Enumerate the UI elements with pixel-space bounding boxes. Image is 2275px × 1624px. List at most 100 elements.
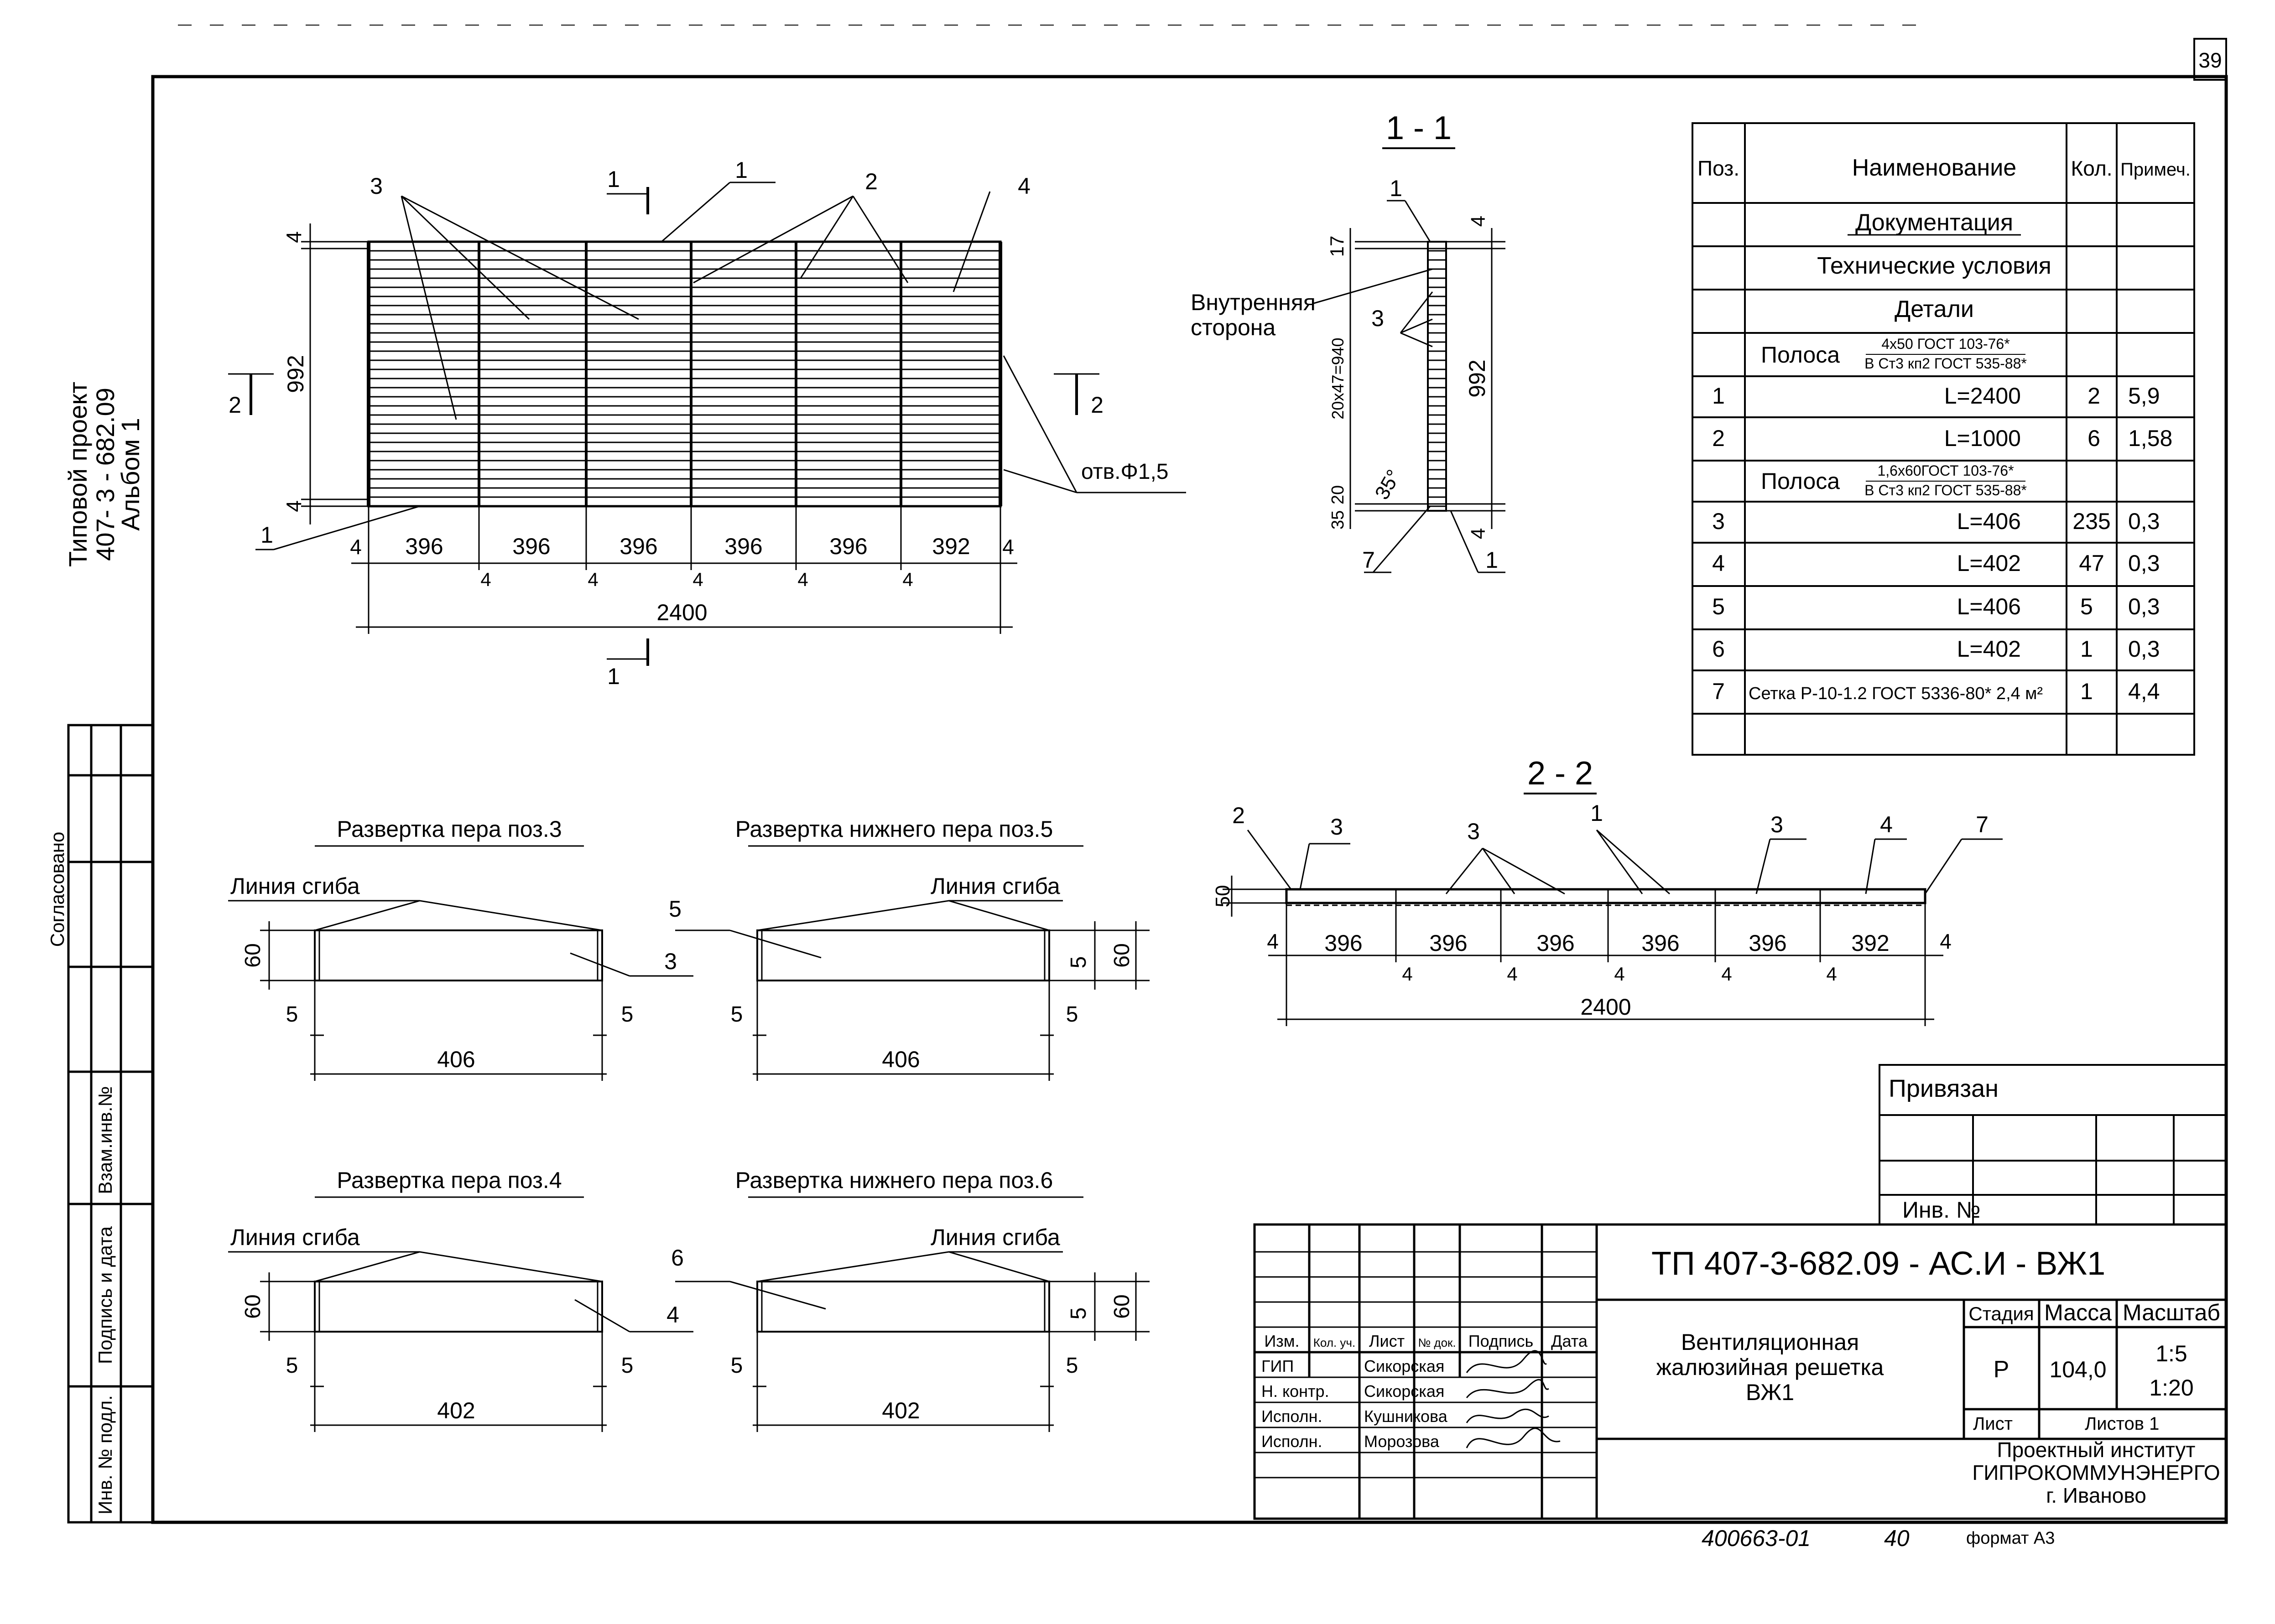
svg-text:235: 235 (2072, 508, 2110, 534)
page-number: 39 (2198, 48, 2222, 72)
svg-text:Альбом 1: Альбом 1 (116, 418, 145, 531)
svg-text:L=402: L=402 (1957, 550, 2021, 576)
svg-text:4: 4 (1267, 929, 1279, 953)
svg-text:2: 2 (1712, 425, 1725, 451)
svg-text:Документация: Документация (1855, 209, 2013, 236)
svg-text:1: 1 (1390, 176, 1402, 201)
development-pos5: Развертка нижнего пера поз.5 Линия сгиба… (669, 816, 1150, 1081)
svg-text:4: 4 (1614, 963, 1624, 985)
svg-text:60: 60 (241, 943, 265, 967)
section-1-mark-bottom: 1 (607, 664, 620, 689)
svg-text:7: 7 (1976, 812, 1989, 837)
svg-text:4: 4 (1712, 550, 1725, 576)
svg-text:L=402: L=402 (1957, 636, 2021, 662)
svg-text:50: 50 (1212, 885, 1234, 908)
stamp-exchange-inv: Взам.инв.№ (94, 1086, 116, 1194)
svg-text:Линия сгиба: Линия сгиба (230, 873, 360, 899)
svg-text:5,9: 5,9 (2128, 383, 2160, 409)
svg-text:396: 396 (724, 534, 762, 559)
section-1-1-title: 1 - 1 (1386, 110, 1452, 146)
main-view: 3 1 2 4 1 отв.Φ1,5 1 1 2 2 4 992 (228, 157, 1186, 689)
svg-text:1,58: 1,58 (2128, 425, 2172, 451)
svg-text:3: 3 (1770, 812, 1783, 837)
format-label: формат А3 (1966, 1529, 2055, 1548)
callout-3: 3 (370, 173, 383, 199)
svg-text:3: 3 (1712, 508, 1725, 534)
svg-text:5: 5 (1066, 1002, 1078, 1027)
callout-1-bottom: 1 (260, 522, 273, 548)
svg-text:№ док.: № док. (1418, 1336, 1456, 1349)
hole-label: отв.Φ1,5 (1081, 460, 1168, 484)
stamp-sign-date: Подпись и дата (94, 1226, 116, 1364)
svg-text:396: 396 (1641, 930, 1679, 956)
dim-992: 992 (283, 355, 308, 393)
svg-text:Полоса: Полоса (1761, 468, 1840, 494)
svg-text:1:20: 1:20 (2149, 1375, 2193, 1401)
svg-text:6: 6 (671, 1245, 684, 1271)
svg-text:5: 5 (731, 1354, 743, 1378)
svg-text:0,3: 0,3 (2128, 594, 2160, 619)
callout-1-top: 1 (735, 157, 748, 183)
svg-text:1: 1 (1485, 547, 1498, 573)
svg-text:4: 4 (692, 569, 703, 590)
svg-text:ВЖ1: ВЖ1 (1746, 1380, 1794, 1405)
svg-text:0,3: 0,3 (2128, 636, 2160, 662)
svg-text:Изм.: Изм. (1264, 1332, 1299, 1350)
svg-text:20x47=940: 20x47=940 (1328, 337, 1347, 419)
svg-text:392: 392 (1851, 930, 1889, 956)
svg-text:5: 5 (1712, 594, 1725, 619)
svg-text:5: 5 (286, 1354, 298, 1378)
section-1-1: 1 - 1 1 Внутренняя сторона 3 17 20x47=94… (1191, 110, 1505, 573)
svg-text:Полоса: Полоса (1761, 342, 1840, 368)
svg-text:5: 5 (1066, 1354, 1078, 1378)
stamp-agreed: Согласовано (47, 832, 68, 947)
callout-4: 4 (1018, 173, 1031, 199)
svg-text:4: 4 (350, 535, 362, 559)
section-2-2-title: 2 - 2 (1527, 755, 1593, 792)
callout-2: 2 (865, 169, 878, 194)
section-2-2: 2 - 2 (1212, 755, 2003, 1026)
svg-text:Кол. уч.: Кол. уч. (1313, 1336, 1355, 1349)
svg-text:Сикорская: Сикорская (1364, 1357, 1444, 1375)
svg-text:Лист: Лист (1973, 1414, 2013, 1434)
svg-text:г. Иваново: г. Иваново (2046, 1484, 2146, 1507)
svg-text:L=406: L=406 (1957, 508, 2021, 534)
doc-code: ТП 407-3-682.09 - АС.И - ВЖ1 (1651, 1245, 2105, 1282)
svg-text:5: 5 (731, 1002, 743, 1027)
svg-text:4: 4 (797, 569, 808, 590)
svg-text:L=2400: L=2400 (1944, 383, 2021, 409)
svg-text:4x50 ГОСТ 103-76*: 4x50 ГОСТ 103-76* (1881, 336, 2009, 352)
svg-text:Технические условия: Технические условия (1817, 253, 2051, 279)
section-2-mark-right: 2 (1091, 392, 1104, 418)
svg-text:3: 3 (1330, 814, 1343, 840)
svg-text:4: 4 (480, 569, 491, 590)
svg-text:Детали: Детали (1895, 296, 1974, 322)
svg-text:Инв. №: Инв. № (1902, 1197, 1981, 1223)
svg-text:5: 5 (621, 1002, 634, 1027)
svg-text:4: 4 (1467, 216, 1489, 227)
svg-text:396: 396 (620, 534, 657, 559)
svg-text:L=406: L=406 (1957, 594, 2021, 619)
svg-text:В Ст3 кп2 ГОСТ 535-88*: В Ст3 кп2 ГОСТ 535-88* (1864, 355, 2027, 372)
svg-text:4: 4 (1826, 963, 1837, 985)
svg-text:5: 5 (2080, 594, 2093, 619)
svg-text:Линия сгиба: Линия сгиба (931, 873, 1060, 899)
svg-text:Исполн.: Исполн. (1261, 1432, 1322, 1451)
section-1-mark-top: 1 (607, 166, 620, 192)
svg-text:1: 1 (1590, 800, 1603, 826)
svg-text:396: 396 (1429, 930, 1467, 956)
svg-text:5: 5 (286, 1002, 298, 1027)
svg-text:406: 406 (882, 1047, 920, 1072)
svg-text:4: 4 (282, 231, 306, 243)
svg-text:60: 60 (1110, 943, 1134, 967)
svg-text:Морозова: Морозова (1364, 1432, 1440, 1451)
svg-text:4: 4 (1402, 963, 1412, 985)
svg-text:Подпись: Подпись (1468, 1332, 1533, 1350)
svg-text:3: 3 (664, 949, 677, 974)
archive-number: 400663-01 (1702, 1525, 1811, 1551)
svg-text:4: 4 (902, 569, 913, 590)
svg-text:5: 5 (1067, 956, 1091, 969)
svg-text:1,6x60ГОСТ 103-76*: 1,6x60ГОСТ 103-76* (1877, 462, 2014, 479)
svg-text:Примеч.: Примеч. (2120, 160, 2191, 180)
